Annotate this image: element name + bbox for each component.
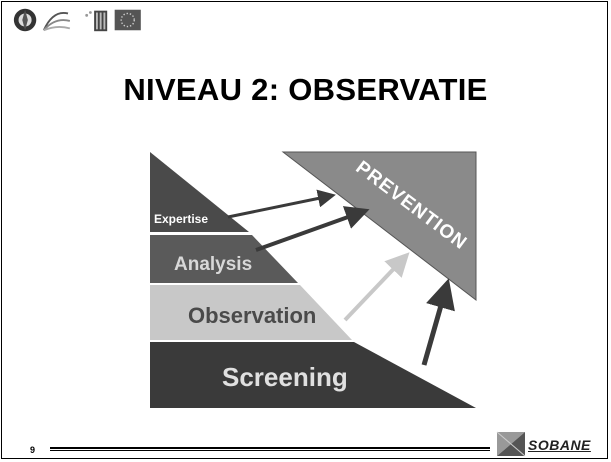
band-expertise bbox=[150, 152, 249, 232]
slide-title: NIVEAU 2: OBSERVATIE bbox=[123, 72, 488, 107]
sobane-brand-text: SOBANE bbox=[528, 437, 591, 453]
level-label-analysis: Analysis bbox=[174, 254, 252, 275]
flag-logo-icon bbox=[85, 10, 108, 32]
page-number: 9 bbox=[30, 445, 36, 455]
arrow-observation bbox=[343, 252, 410, 322]
wave-logo-icon bbox=[42, 11, 71, 32]
band-screening bbox=[150, 342, 476, 408]
arrow-expertise bbox=[227, 189, 336, 219]
logo-strip bbox=[13, 8, 141, 32]
footer-rule bbox=[50, 447, 490, 451]
sun-logo-icon bbox=[13, 8, 37, 32]
eu-stars-logo-icon bbox=[114, 9, 141, 31]
arrow-analysis bbox=[255, 206, 370, 252]
level-label-expertise: Expertise bbox=[154, 212, 208, 226]
level-label-observation: Observation bbox=[188, 303, 316, 328]
arrow-screening bbox=[421, 278, 455, 366]
level-label-screening: Screening bbox=[222, 362, 348, 392]
sobane-logo-icon bbox=[496, 431, 526, 457]
prevention-triangle bbox=[281, 151, 477, 302]
band-observation bbox=[150, 285, 352, 340]
